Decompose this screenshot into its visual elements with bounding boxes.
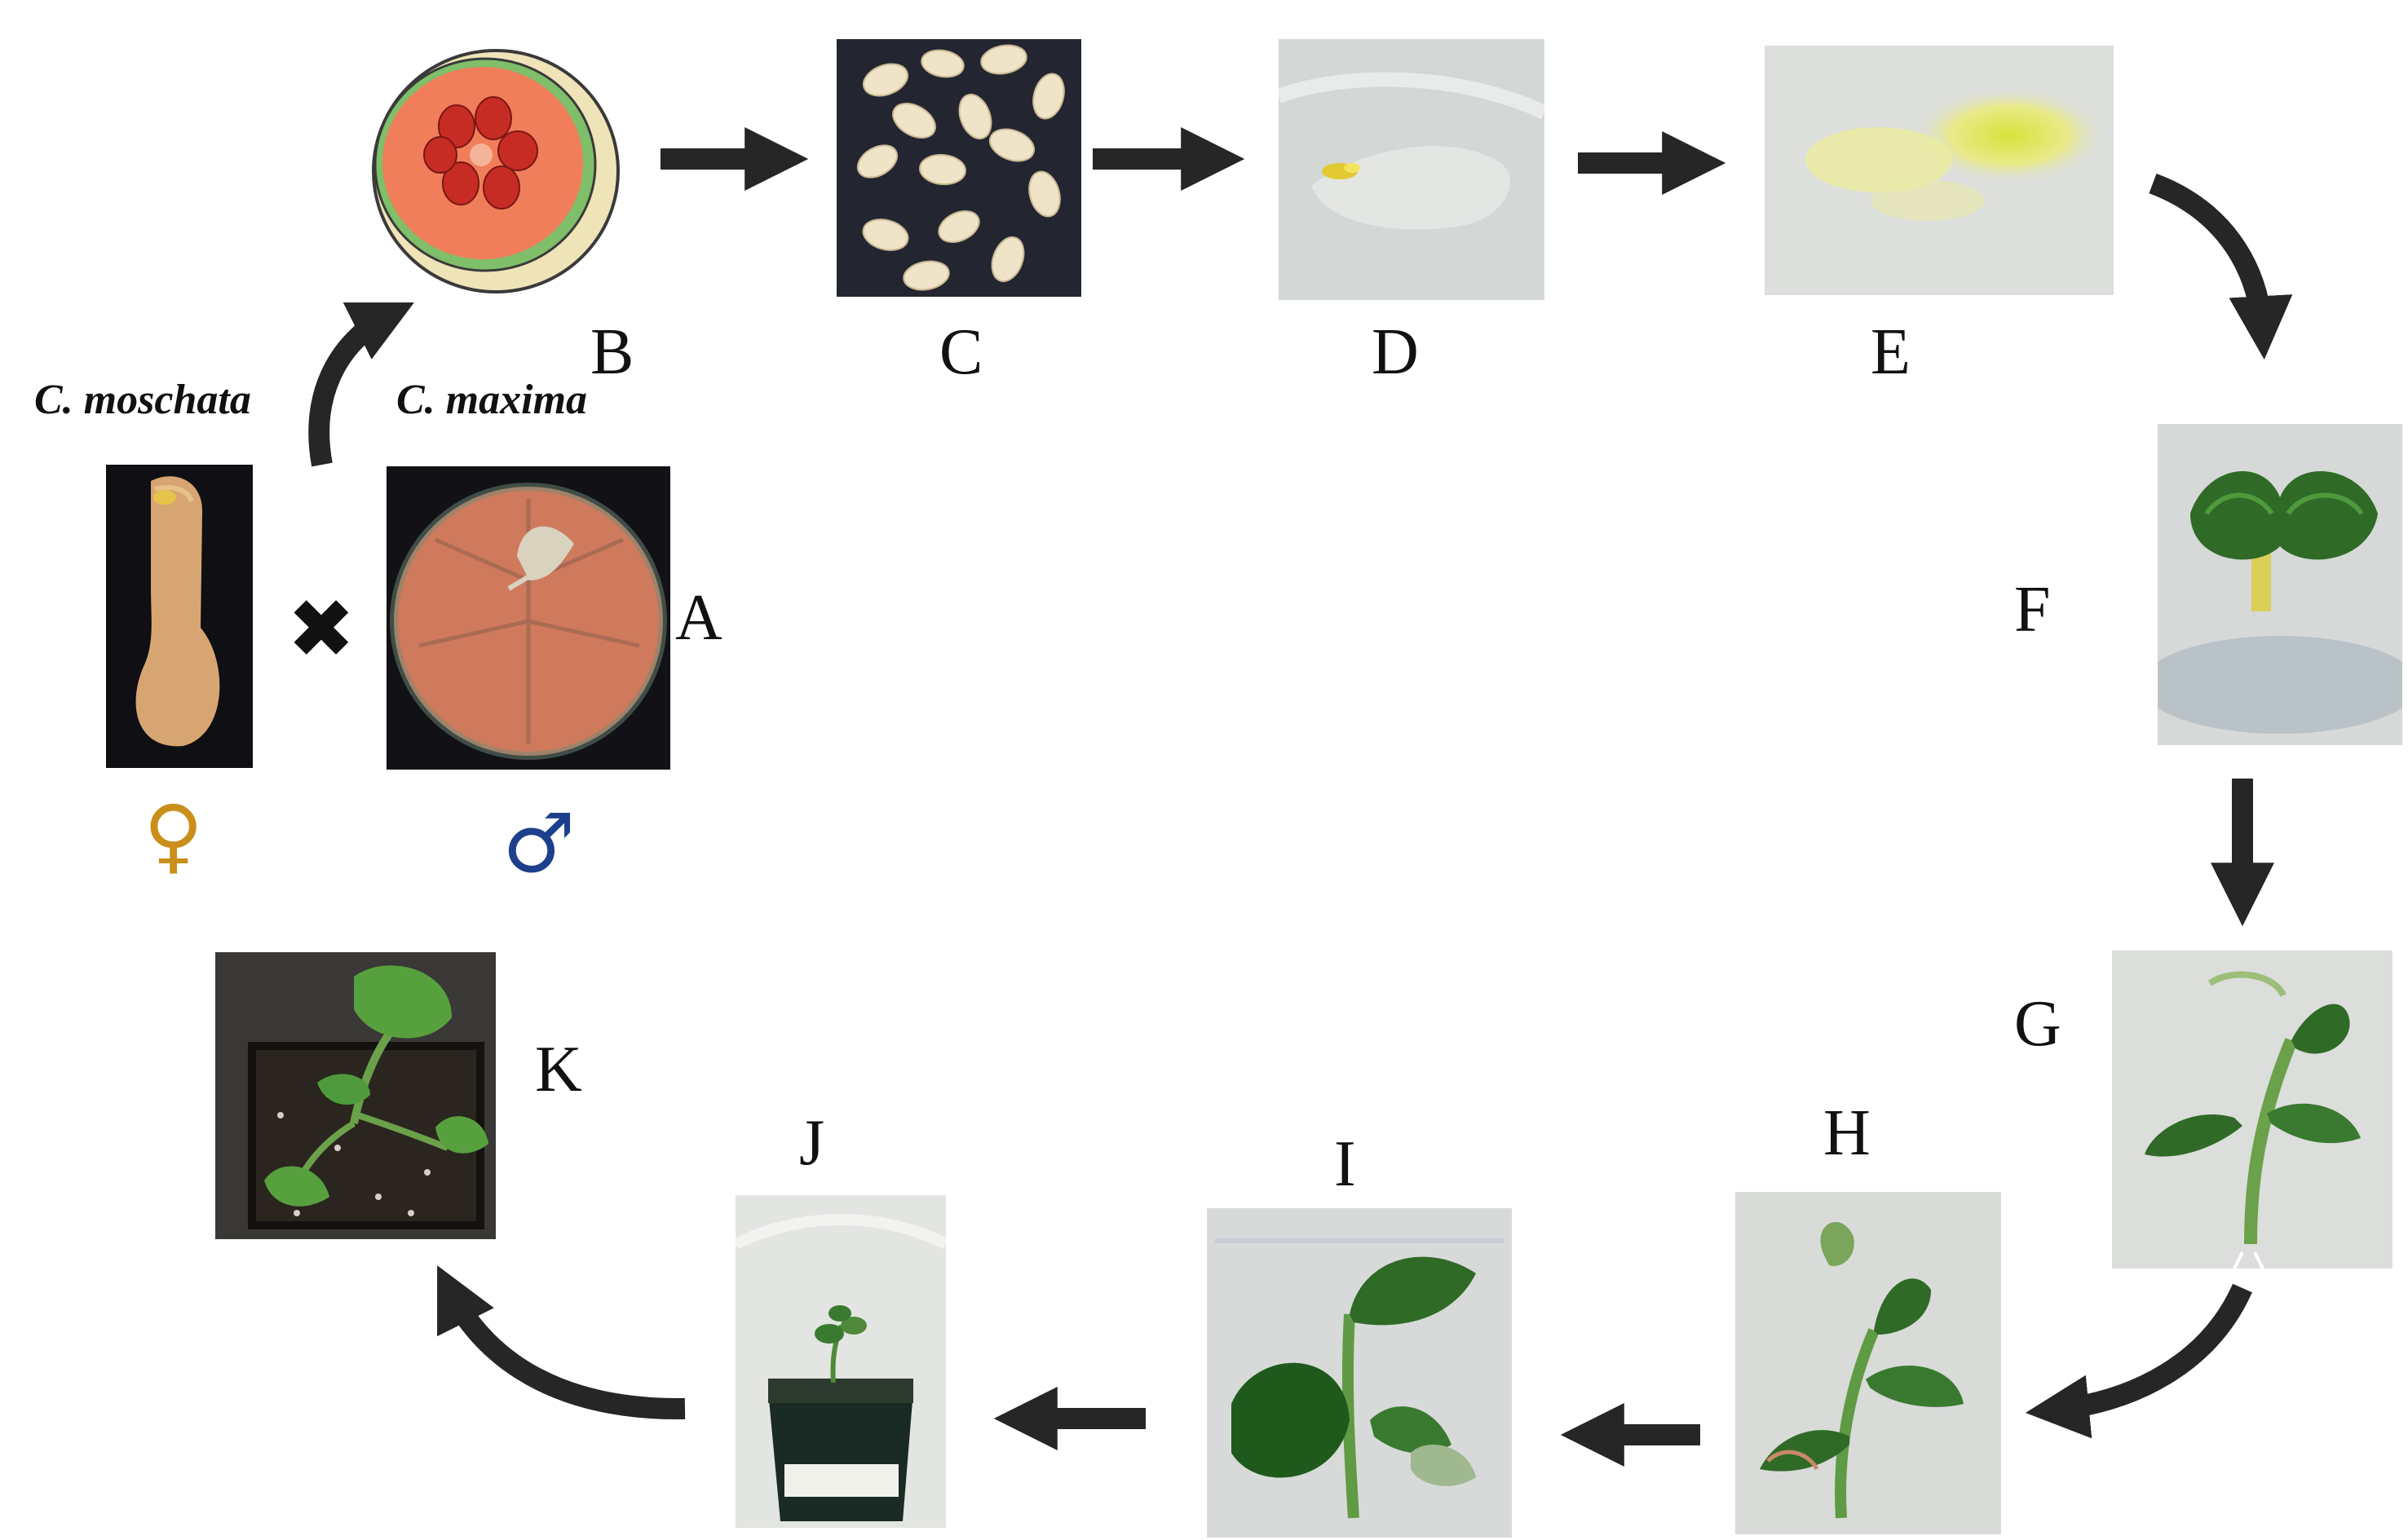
panel-h-plantlet-photo [1735,1192,2001,1534]
species-label-male: C. maxima [396,377,588,423]
panel-b-fruit-illustration [351,33,628,302]
arrow-e-to-f [2149,173,2293,360]
panel-label-f: F [2014,574,2051,646]
panel-label-a: A [675,582,722,654]
panel-label-h: H [1823,1097,1871,1169]
panel-label-c: C [939,316,983,388]
panel-c-seeds-photo [837,39,1081,297]
panel-e-embryo-closeup-photo [1765,46,2114,295]
female-symbol-icon: ♀ [144,788,204,883]
arrow-j-to-k [437,1265,686,1420]
panel-d-embryo-culture-photo [1279,39,1544,300]
panel-label-k: K [535,1034,582,1105]
species-label-female: C. moschata [34,377,251,423]
panel-j-potted-plantlet-photo [736,1195,946,1528]
panel-k-potted-plant-photo [215,952,496,1239]
cross-symbol-icon: ✖ [287,581,356,677]
panel-label-g: G [2014,988,2061,1060]
panel-label-i: I [1334,1128,1356,1200]
panel-label-e: E [1871,316,1911,388]
arrow-a-to-b [308,302,414,467]
panel-label-b: B [590,316,634,388]
arrow-g-to-h [2025,1283,2252,1439]
panel-f-shoot-photo [2158,424,2402,745]
panel-g-seedling-photo [2112,951,2393,1269]
panel-i-plant-culture-photo [1207,1208,1512,1538]
panel-label-j: J [799,1107,825,1179]
male-symbol-icon: ♂ [502,796,576,891]
panel-label-d: D [1372,316,1419,388]
panel-a-pumpkin-photo [387,466,670,770]
panel-a-butternut-squash-photo [106,465,253,768]
